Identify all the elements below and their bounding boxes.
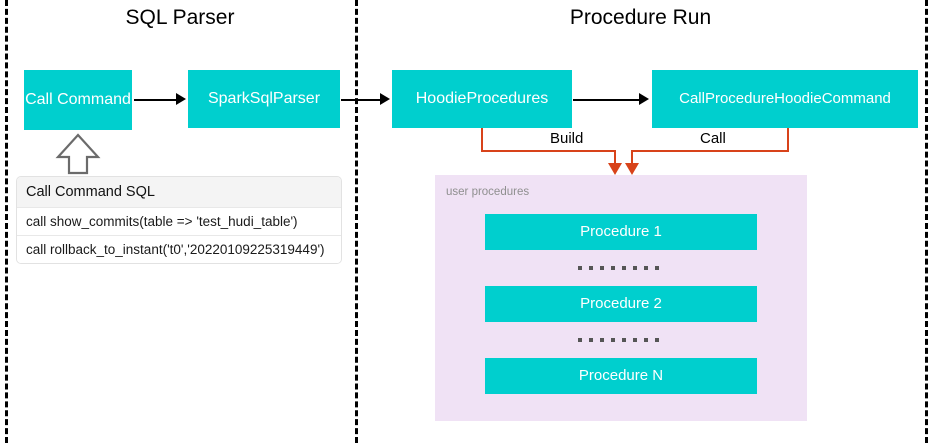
procedure-item-1[interactable]: Procedure 1 bbox=[485, 214, 757, 250]
sql-table-header: Call Command SQL bbox=[17, 177, 341, 207]
node-call-command[interactable]: Call Command bbox=[24, 70, 132, 130]
call-connector-arrowhead bbox=[625, 163, 639, 175]
sql-table-row: call rollback_to_instant('t0','202201092… bbox=[17, 235, 341, 263]
node-hoodie-procedures[interactable]: HoodieProcedures bbox=[392, 70, 572, 128]
flow-arrow-hoodie-to-command-head bbox=[639, 93, 649, 105]
build-connector-arrowhead bbox=[608, 163, 622, 175]
procedure-item-2[interactable]: Procedure 2 bbox=[485, 286, 757, 322]
section-title-sql-parser: SQL Parser bbox=[125, 6, 235, 29]
procedure-ellipsis-1 bbox=[578, 266, 659, 270]
section-divider-left bbox=[5, 0, 8, 443]
edge-label-build: Build bbox=[545, 130, 589, 147]
section-divider-right bbox=[925, 0, 928, 443]
build-connector-vertical bbox=[481, 128, 483, 150]
flow-arrow-call-command-to-spark-line bbox=[134, 99, 176, 101]
build-connector-horizontal bbox=[481, 150, 615, 152]
section-title-procedure-run: Procedure Run bbox=[569, 6, 712, 29]
sql-to-call-command-arrow-icon bbox=[55, 133, 101, 180]
flow-arrow-hoodie-to-command-line bbox=[573, 99, 639, 101]
flow-arrow-spark-to-hoodie-line bbox=[341, 99, 380, 101]
node-call-procedure-hoodie-command[interactable]: CallProcedureHoodieCommand bbox=[652, 70, 918, 128]
call-connector-vertical bbox=[787, 128, 789, 150]
call-connector-horizontal bbox=[631, 150, 789, 152]
procedure-item-n[interactable]: Procedure N bbox=[485, 358, 757, 394]
procedure-ellipsis-2 bbox=[578, 338, 659, 342]
sql-table-row: call show_commits(table => 'test_hudi_ta… bbox=[17, 207, 341, 235]
call-connector-drop bbox=[631, 150, 633, 165]
node-spark-sql-parser[interactable]: SparkSqlParser bbox=[188, 70, 340, 128]
user-procedures-label: user procedures bbox=[446, 186, 530, 198]
edge-label-call: Call bbox=[695, 130, 731, 147]
build-connector-drop bbox=[614, 150, 616, 165]
flow-arrow-spark-to-hoodie-head bbox=[380, 93, 390, 105]
section-divider-middle bbox=[355, 0, 358, 443]
call-command-sql-table: Call Command SQL call show_commits(table… bbox=[16, 176, 342, 264]
flow-arrow-call-command-to-spark-head bbox=[176, 93, 186, 105]
